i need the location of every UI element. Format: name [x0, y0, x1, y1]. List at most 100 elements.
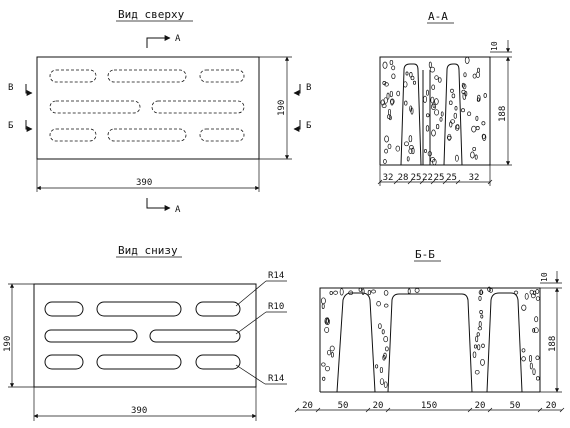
dimension-label: 25 [411, 173, 422, 183]
aggregate-mark [483, 93, 487, 98]
aggregate-mark [406, 156, 410, 162]
slot [199, 128, 245, 142]
cut-b-label-left: Б [8, 121, 13, 131]
aggregate-mark [535, 355, 540, 361]
aggregate-mark [449, 100, 453, 106]
aggregate-mark [475, 115, 479, 121]
aggregate-mark [391, 65, 396, 71]
dimension-label: 20 [475, 401, 486, 411]
aggregate-mark [403, 81, 408, 88]
radius-label-middle: R10 [268, 302, 284, 312]
slot [195, 301, 241, 317]
aggregate-mark [532, 368, 536, 376]
aggregate-mark [329, 290, 333, 296]
dimension-label: 25 [446, 173, 457, 183]
aggregate-mark [327, 349, 332, 356]
slot [44, 329, 138, 343]
aggregate-mark [383, 97, 388, 104]
aggregate-mark [478, 321, 482, 328]
aggregate-mark [386, 92, 390, 100]
aggregate-mark [385, 346, 389, 352]
aggregate-mark [326, 317, 330, 324]
aggregate-mark [322, 376, 326, 381]
aggregate-mark [475, 335, 479, 343]
aggregate-mark [533, 327, 539, 334]
aggregate-mark [450, 88, 454, 93]
aggregate-mark [425, 125, 430, 132]
aggregate-mark [477, 344, 481, 351]
aggregate-mark [383, 290, 389, 296]
aggregate-mark [391, 73, 396, 80]
aggregate-mark [434, 98, 439, 105]
aggregate-mark [535, 296, 540, 301]
aggregate-mark [431, 129, 436, 137]
bottom-view: Вид снизу R14 R10 R14 190 390 [3, 244, 287, 421]
bottom-view-title: Вид снизу [118, 244, 178, 257]
dimension-label: 20 [373, 401, 384, 411]
aggregate-mark [447, 133, 452, 141]
aggregate-mark [475, 71, 481, 78]
slot [107, 128, 187, 142]
aggregate-mark [333, 290, 338, 295]
slot [49, 128, 97, 142]
aggregate-mark [404, 100, 408, 106]
aggregate-mark [439, 117, 443, 122]
aggregate-mark [532, 328, 536, 333]
aggregate-mark [478, 295, 482, 301]
aggregate-mark [521, 348, 526, 353]
aggregate-mark [528, 355, 533, 362]
slot [195, 354, 241, 370]
aggregate-mark [381, 329, 385, 335]
aggregate-mark [467, 111, 472, 117]
aggregate-mark [480, 358, 485, 366]
aggregate-mark [471, 125, 477, 133]
aggregate-mark [475, 126, 480, 131]
aggregate-mark [462, 83, 467, 90]
aggregate-mark [367, 290, 372, 295]
aggregate-mark [455, 124, 460, 130]
aggregate-mark [330, 352, 334, 358]
aggregate-mark [412, 80, 417, 85]
aggregate-mark [426, 113, 430, 118]
aggregate-mark [536, 376, 540, 381]
aggregate-mark [474, 369, 480, 375]
aggregate-mark [487, 286, 492, 292]
aggregate-mark [358, 287, 362, 292]
slot [49, 100, 141, 114]
aggregate-mark [534, 316, 539, 323]
section-bb-height: 188 [548, 336, 558, 352]
top-view: Вид сверху А В Б В Б 190 [8, 8, 311, 215]
cut-a-label-top: А [175, 34, 181, 44]
aggregate-mark [428, 61, 432, 68]
aggregate-mark [454, 106, 458, 111]
aggregate-mark [521, 356, 526, 362]
slot [151, 100, 245, 114]
slot [44, 301, 84, 317]
slot [149, 329, 241, 343]
top-view-outline [36, 56, 260, 160]
section-aa-height: 188 [498, 106, 508, 122]
section-aa-hatch [380, 56, 487, 166]
aggregate-mark [476, 332, 480, 337]
aggregate-mark [455, 154, 459, 162]
aggregate-mark [387, 143, 392, 150]
aggregate-mark [451, 93, 456, 99]
radius-label-top: R14 [268, 271, 284, 281]
aggregate-mark [409, 105, 413, 112]
top-view-height: 190 [277, 100, 287, 116]
aggregate-mark [414, 288, 420, 293]
bottom-view-outline [33, 283, 257, 388]
slot [96, 301, 182, 317]
aggregate-mark [427, 151, 432, 157]
dimension-label: 25 [434, 173, 445, 183]
aggregate-mark [411, 147, 415, 155]
section-bb-hatch [320, 286, 540, 388]
aggregate-mark [409, 145, 414, 150]
dimension-label: 50 [510, 401, 521, 411]
aggregate-mark [383, 159, 387, 164]
aggregate-mark [453, 112, 457, 119]
aggregate-mark [464, 56, 470, 64]
aggregate-mark [325, 365, 330, 372]
